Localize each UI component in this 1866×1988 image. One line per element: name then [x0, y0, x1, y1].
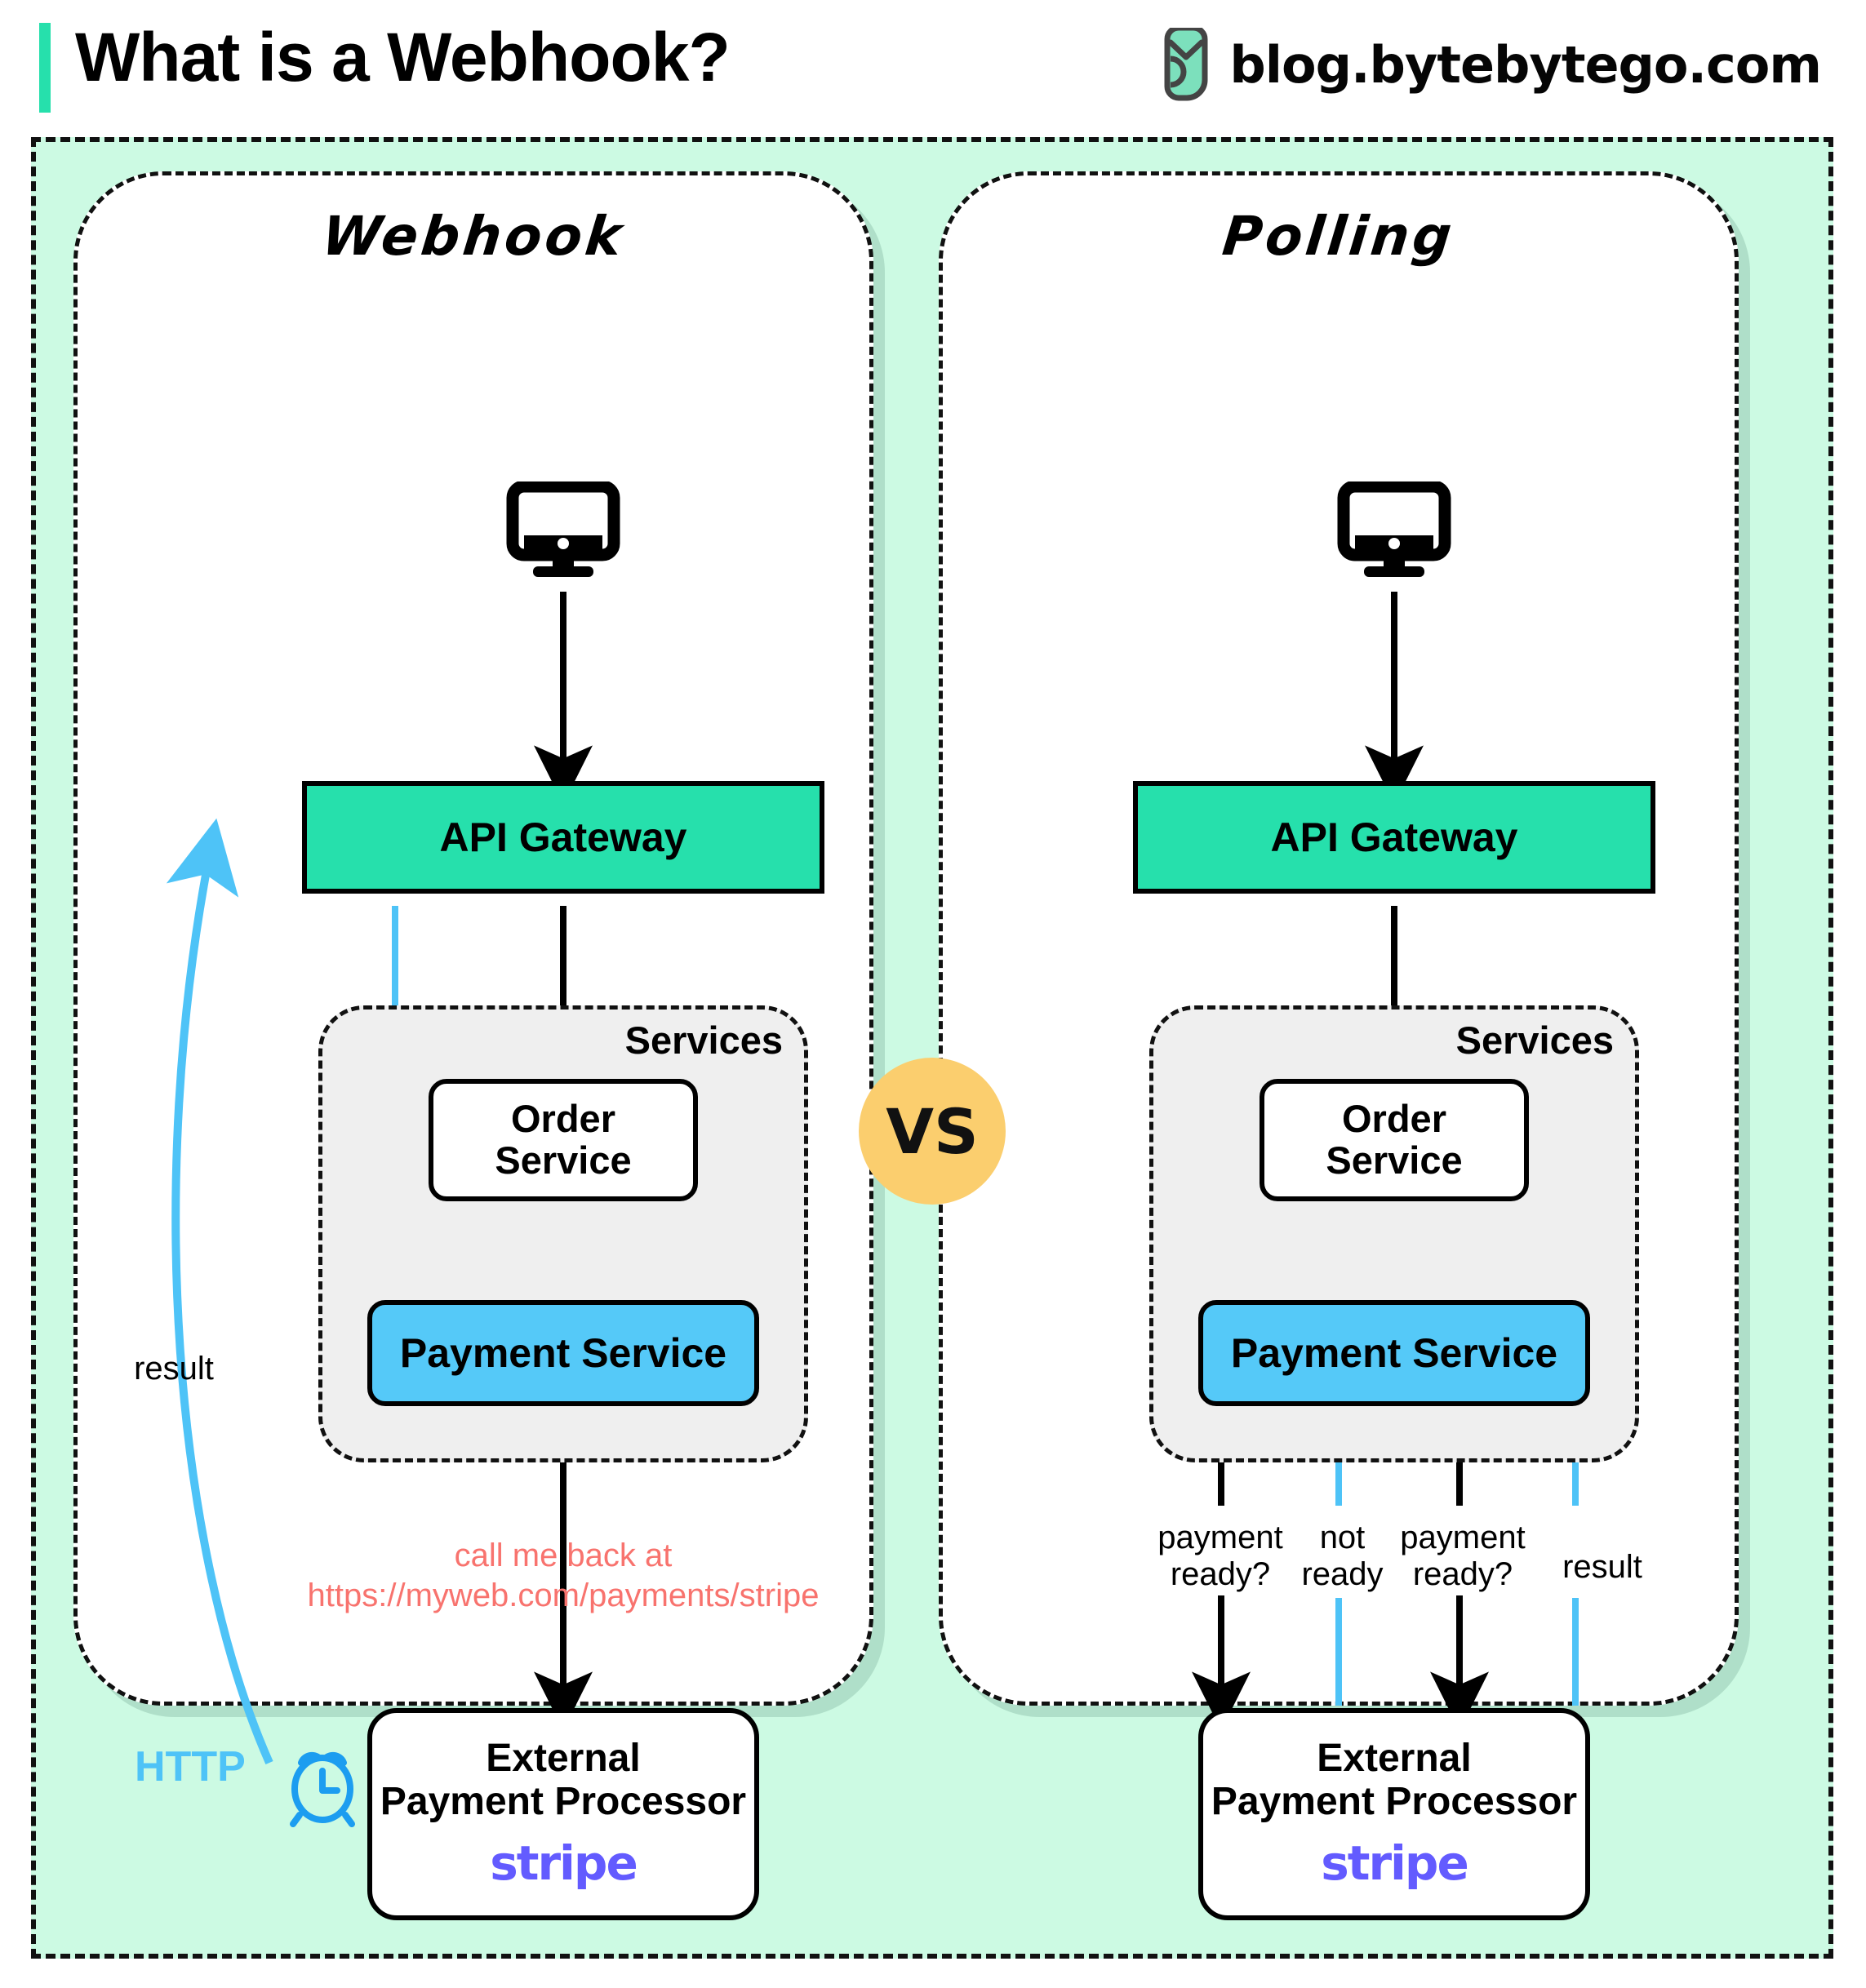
page-header: What is a Webhook? blog.bytebytego.com — [0, 0, 1866, 139]
external-line2-left: Payment Processor — [380, 1780, 747, 1823]
order-service-line1-right: Order — [1342, 1097, 1446, 1141]
poll-reply-1-label: not ready — [1283, 1520, 1402, 1593]
callback-note-line1: call me back at — [454, 1538, 673, 1573]
external-line1-right: External — [1317, 1737, 1472, 1781]
poll-request-1-line1: payment — [1157, 1520, 1283, 1555]
order-service-line1-left: Order — [511, 1097, 615, 1141]
poll-request-2-line2: ready? — [1412, 1555, 1513, 1592]
callback-note-line2: https://myweb.com/payments/stripe — [307, 1577, 820, 1613]
payment-service-label-left: Payment Service — [399, 1330, 727, 1376]
payment-service-right: Payment Service — [1198, 1300, 1590, 1406]
poll-request-1-label: payment ready? — [1139, 1520, 1302, 1593]
result-label-left: result — [134, 1351, 214, 1387]
callback-note: call me back at https://myweb.com/paymen… — [269, 1536, 857, 1616]
services-label-left: Services — [624, 1018, 783, 1062]
vs-badge: VS — [859, 1058, 1006, 1205]
poll-request-2-label: payment ready? — [1381, 1520, 1544, 1593]
payment-service-left: Payment Service — [367, 1300, 759, 1406]
stripe-logo-left: stripe — [490, 1835, 638, 1891]
poll-reply-1-line1: not — [1319, 1520, 1366, 1555]
panel-polling-title: Polling — [1220, 205, 1458, 268]
order-service-line2-right: Service — [1326, 1138, 1463, 1182]
poll-reply-1-line2: ready — [1301, 1555, 1384, 1592]
brand-text: blog.bytebytego.com — [1229, 34, 1822, 95]
order-service-right: Order Service — [1260, 1079, 1529, 1201]
api-gateway-right: API Gateway — [1133, 781, 1655, 894]
monitor-icon-left — [506, 481, 620, 577]
poll-request-2-line1: payment — [1400, 1520, 1526, 1555]
poll-result-label: result — [1562, 1549, 1642, 1585]
stripe-logo-right: stripe — [1321, 1835, 1469, 1891]
page-title: What is a Webhook? — [75, 19, 731, 95]
order-service-line2-left: Service — [495, 1138, 632, 1182]
services-label-right: Services — [1455, 1018, 1614, 1062]
monitor-icon-right — [1337, 481, 1451, 577]
title-accent-bar — [39, 23, 51, 113]
poll-request-1-line2: ready? — [1170, 1555, 1271, 1592]
external-line2-right: Payment Processor — [1211, 1780, 1578, 1823]
vs-badge-label: VS — [886, 1094, 979, 1168]
api-gateway-left: API Gateway — [302, 781, 824, 894]
payment-service-label-right: Payment Service — [1230, 1330, 1558, 1376]
panel-webhook: Webhook — [73, 171, 873, 1706]
external-line1-left: External — [486, 1737, 641, 1781]
api-gateway-label-right: API Gateway — [1270, 814, 1518, 860]
external-payment-processor-left: External Payment Processor stripe — [367, 1708, 759, 1920]
http-label: HTTP — [135, 1743, 246, 1791]
order-service-left: Order Service — [429, 1079, 698, 1201]
api-gateway-label-left: API Gateway — [439, 814, 687, 860]
bytebytego-logo-icon — [1164, 28, 1208, 101]
alarm-clock-icon — [290, 1751, 355, 1827]
panel-polling: Polling — [939, 171, 1739, 1706]
external-payment-processor-right: External Payment Processor stripe — [1198, 1708, 1590, 1920]
panel-webhook-title: Webhook — [318, 205, 629, 268]
brand: blog.bytebytego.com — [1161, 28, 1822, 101]
